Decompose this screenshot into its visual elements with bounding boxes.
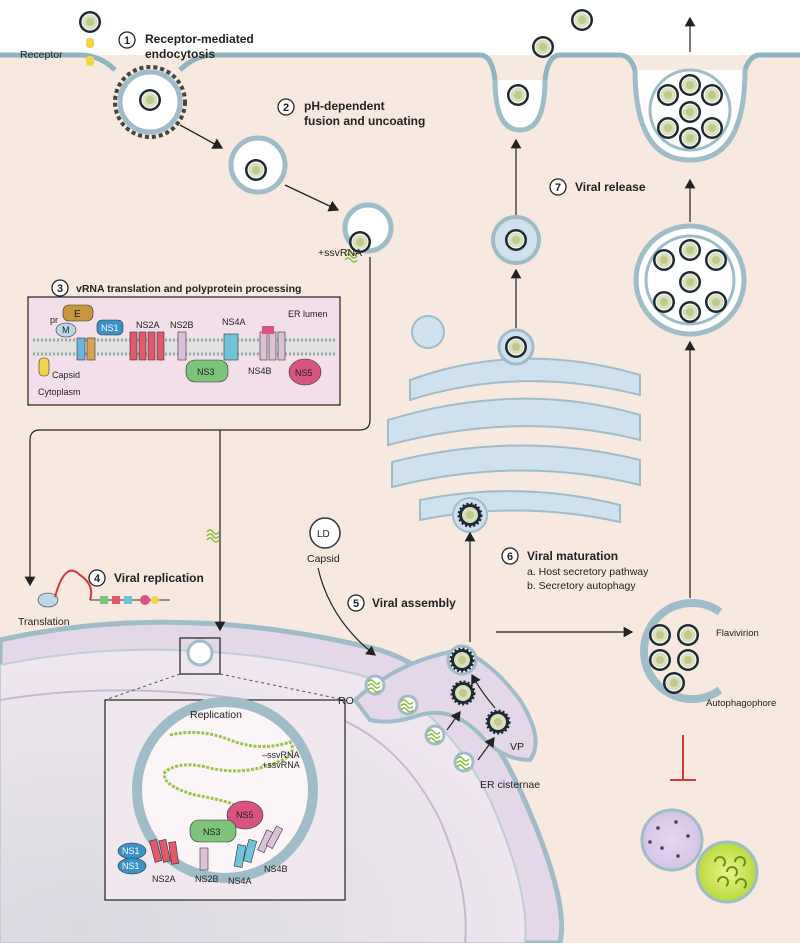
autolysosome <box>695 840 759 904</box>
replication-pit <box>186 639 214 667</box>
svg-text:NS4B: NS4B <box>264 864 288 874</box>
svg-text:NS4B: NS4B <box>248 366 272 376</box>
svg-text:a. Host secretory pathway: a. Host secretory pathway <box>527 566 649 578</box>
step-2-label: 2 pH-dependent fusion and uncoating <box>277 98 425 128</box>
svg-text:pH-dependent: pH-dependent <box>304 99 385 113</box>
svg-text:Cytoplasm: Cytoplasm <box>38 387 81 397</box>
svg-text:1: 1 <box>124 35 130 47</box>
svg-text:Viral assembly: Viral assembly <box>372 596 456 610</box>
exocytosis-site <box>492 8 594 133</box>
svg-text:LD: LD <box>317 529 330 540</box>
autophagophore <box>640 599 723 703</box>
amphisome-fusion <box>632 68 748 163</box>
arrow-ro-vp-1 <box>446 711 461 731</box>
arrow-endocytosis <box>179 124 224 149</box>
svg-text:6: 6 <box>507 551 513 563</box>
lysosome <box>640 808 704 872</box>
svg-text:+ssvRNA: +ssvRNA <box>262 760 300 770</box>
polyprotein-inset: ER lumen Cytoplasm Capsid M pr E NS1 NS2… <box>27 296 341 406</box>
svg-text:NS1: NS1 <box>122 846 140 856</box>
step-1-label: 1 Receptor-mediated endocytosis <box>118 31 254 61</box>
translation-label: Translation <box>18 616 70 628</box>
arrow-to-translation <box>24 257 371 587</box>
svg-text:NS4A: NS4A <box>222 317 246 327</box>
arrow-capsid <box>317 567 376 656</box>
svg-text:Receptor-mediated: Receptor-mediated <box>145 32 254 46</box>
svg-text:NS5: NS5 <box>236 810 254 820</box>
svg-text:b. Secretory autophagy: b. Secretory autophagy <box>527 580 636 592</box>
step-7-label: 7 Viral release <box>549 178 646 196</box>
svg-text:endocytosis: endocytosis <box>145 47 215 61</box>
svg-text:Viral release: Viral release <box>575 180 646 194</box>
svg-text:NS2A: NS2A <box>136 320 160 330</box>
step-5-label: 5 Viral assembly <box>347 594 456 612</box>
secretory-vesicle <box>491 215 541 265</box>
step-3-label: 3 vRNA translation and polyprotein proce… <box>51 279 301 297</box>
vp-label: VP <box>510 741 524 753</box>
ssvrna-label: +ssvRNA <box>318 247 362 259</box>
svg-text:NS3: NS3 <box>197 367 215 377</box>
amphisome <box>633 223 747 337</box>
svg-text:Capsid: Capsid <box>52 370 80 380</box>
flavivirion-label: Flavivirion <box>716 628 759 639</box>
arrow-ro-vp-2 <box>477 737 495 761</box>
svg-text:NS4A: NS4A <box>228 876 252 886</box>
arrow-fusion <box>284 184 340 212</box>
svg-text:Viral replication: Viral replication <box>114 571 204 585</box>
svg-text:Viral maturation: Viral maturation <box>527 549 618 563</box>
golgi-apparatus <box>387 315 641 533</box>
plasma-membrane <box>0 52 800 81</box>
svg-text:NS2B: NS2B <box>170 320 194 330</box>
svg-text:–ssvRNA: –ssvRNA <box>262 750 300 760</box>
ld-capsid-label: Capsid <box>307 553 340 565</box>
early-endosome <box>228 135 288 195</box>
svg-text:NS2B: NS2B <box>195 874 219 884</box>
svg-text:E: E <box>74 309 81 320</box>
replication-inset: Replication –ssvRNA +ssvRNA NS5 NS3 NS1 … <box>104 697 346 901</box>
autophagophore-label: Autophagophore <box>706 698 776 709</box>
ro-label: RO <box>338 695 354 707</box>
svg-text:NS2A: NS2A <box>152 874 176 884</box>
er-cisternae <box>352 644 538 773</box>
svg-text:Replication: Replication <box>190 709 242 721</box>
svg-text:vRNA translation and polyprote: vRNA translation and polyprotein process… <box>76 283 301 295</box>
lipid-droplet: LD <box>309 517 341 549</box>
svg-text:2: 2 <box>283 102 289 114</box>
svg-text:M: M <box>62 325 70 335</box>
step-6-label: 6 Viral maturation a. Host secretory pat… <box>501 547 649 592</box>
late-endosome <box>342 202 394 263</box>
receptor-icon <box>78 10 102 66</box>
svg-text:7: 7 <box>555 182 561 194</box>
svg-text:NS1: NS1 <box>101 323 119 333</box>
arrow-vp-to-bud <box>471 673 496 709</box>
endocytic-vesicle <box>113 65 187 139</box>
svg-text:NS1: NS1 <box>122 861 140 871</box>
er-cisternae-label: ER cisternae <box>480 779 540 791</box>
step-4-label: 4 Viral replication <box>88 569 204 587</box>
translation-complex <box>37 569 170 608</box>
svg-text:5: 5 <box>353 598 359 610</box>
svg-text:ER lumen: ER lumen <box>288 309 328 319</box>
replication-pit-highlight <box>179 637 221 675</box>
svg-text:NS3: NS3 <box>203 827 221 837</box>
nuclear-envelope <box>0 689 467 944</box>
svg-text:3: 3 <box>57 283 63 295</box>
svg-text:4: 4 <box>94 573 101 585</box>
svg-text:fusion and uncoating: fusion and uncoating <box>304 114 425 128</box>
inhibition-symbol <box>670 735 696 781</box>
svg-text:NS5: NS5 <box>295 368 313 378</box>
receptor-label: Receptor <box>20 49 63 61</box>
svg-text:pr: pr <box>50 315 58 325</box>
